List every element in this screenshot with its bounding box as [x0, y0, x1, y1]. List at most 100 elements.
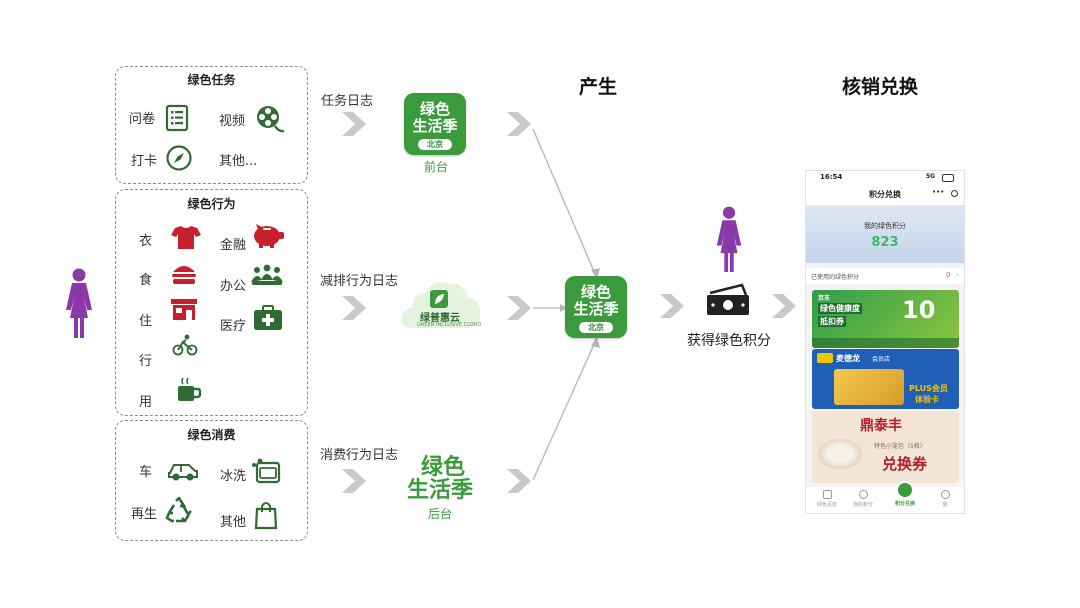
item-housing: 住: [139, 314, 153, 329]
washer-icon: [252, 458, 281, 484]
coupon-card-metro[interactable]: 麦德龙 会员店 PLUS会员 体验卡: [812, 349, 959, 409]
tab-me[interactable]: 我: [930, 490, 960, 508]
cloud-name: 绿普惠云: [420, 313, 460, 324]
card2-member: 会员店: [872, 356, 891, 363]
status-bar: 16:54 5G: [806, 171, 964, 185]
points-label: 我的绿色积分: [864, 222, 906, 230]
green-life-logo-back: 绿色 生活季: [400, 456, 480, 506]
used-points-label: 已使用的绿色积分: [811, 274, 860, 281]
points-card: 我的绿色积分 823: [806, 205, 964, 263]
green-inclusive-cloud-logo: [401, 282, 481, 328]
status-signal: 5G: [926, 173, 936, 180]
front-label: 前台: [424, 160, 449, 174]
consumption-log-label: 消费行为日志: [320, 448, 399, 463]
phone-screen: 16:54 5G 积分兑换 ••• 我的绿色积分 823 已使用的绿色积分 0 …: [805, 170, 965, 514]
logo-city: 北京: [418, 139, 452, 150]
video-icon: [257, 106, 285, 133]
card3-label: 兑换券: [882, 455, 928, 473]
logo-line1: 绿色: [419, 100, 450, 118]
chevron-right-icon: [342, 112, 366, 136]
member-card-image: [834, 369, 904, 405]
header-produce: 产生: [579, 76, 618, 98]
coupon-card-dintaifung[interactable]: 鼎泰丰 特色小笼包（5枚） 兑换券: [812, 411, 959, 483]
card3-brand: 鼎泰丰: [860, 418, 902, 434]
chevron-right-icon: [342, 469, 366, 493]
card1-tag: 京东: [818, 295, 831, 302]
nav-title: 积分兑换: [869, 190, 901, 199]
metro-logo-icon: [817, 353, 833, 363]
card2-brand: 麦德龙: [836, 354, 860, 363]
tab-label: 我的积分: [852, 502, 873, 508]
battery-icon: [942, 174, 954, 182]
earn-points-label: 获得绿色积分: [687, 333, 771, 349]
cash-icon: [707, 283, 749, 315]
tab-label: 积分兑换: [894, 501, 915, 507]
user-icon: [940, 490, 950, 499]
shirt-icon: [171, 226, 201, 249]
tab-footprint[interactable]: 绿色足迹: [812, 490, 842, 508]
green-consumption-panel: 绿色消费: [115, 420, 308, 541]
used-points-row[interactable]: 已使用的绿色积分 0 ›: [806, 268, 964, 284]
chevron-right-icon: [507, 296, 531, 320]
tab-bar: 绿色足迹 我的积分 积分兑换 我: [806, 481, 964, 513]
green-behavior-panel: 绿色行为: [115, 189, 308, 416]
emission-log-label: 减排行为日志: [320, 274, 399, 289]
footprint-icon: [822, 490, 832, 499]
task-log-label: 任务日志: [321, 94, 374, 109]
item-clothing: 衣: [139, 234, 153, 249]
nav-close-button[interactable]: [951, 190, 958, 197]
card2-label2: 体验卡: [915, 395, 939, 404]
chevron-right-icon: [507, 469, 531, 493]
piggy-bank-icon: [254, 224, 284, 248]
chevron-right-icon: ›: [956, 271, 959, 279]
green-life-app-logo-front: 绿色 生活季 北京: [404, 93, 466, 155]
tab-label: 绿色足迹: [816, 502, 837, 508]
car-icon: [168, 464, 198, 481]
panel-title: 绿色任务: [187, 73, 236, 87]
bike-icon: [172, 334, 198, 356]
item-finance: 金融: [220, 238, 247, 253]
chevron-right-icon: [507, 112, 531, 136]
chevron-right-icon: [772, 294, 796, 318]
card1-sub: 抵扣券: [818, 316, 846, 327]
tab-label: 我: [942, 502, 948, 508]
logo-line2: 生活季: [406, 478, 473, 503]
header-redeem: 核销兑换: [842, 76, 919, 98]
item-recycle: 再生: [131, 507, 158, 522]
cup-icon: [178, 377, 202, 401]
logo-line2: 生活季: [412, 117, 458, 135]
status-time: 16:54: [820, 173, 843, 181]
points-icon: [858, 490, 868, 499]
nav-more-button[interactable]: •••: [932, 188, 945, 196]
shopping-bag-icon: [254, 502, 278, 530]
item-video: 视频: [219, 114, 246, 129]
card3-desc: 特色小笼包（5枚）: [874, 443, 926, 450]
card2-label1: PLUS会员: [909, 384, 948, 393]
questionnaire-icon: [165, 104, 189, 132]
tab-redeem[interactable]: 积分兑换: [890, 481, 920, 507]
logo-line1: 绿色: [420, 455, 465, 480]
item-other: 其他...: [219, 154, 258, 169]
card1-value: 10: [902, 296, 936, 324]
panel-title: 绿色消费: [187, 428, 236, 442]
person-icon-left: [66, 268, 92, 338]
item-car: 车: [139, 465, 153, 480]
tab-my-points[interactable]: 我的积分: [848, 490, 878, 508]
coupon-card-jd[interactable]: 京东 绿色健康度 抵扣券 10: [812, 290, 959, 348]
item-appliance: 冰洗: [220, 469, 247, 484]
item-checkin: 打卡: [131, 154, 158, 169]
chevron-right-icon: [660, 294, 684, 318]
redeem-icon: [896, 481, 914, 499]
points-value: 823: [871, 235, 899, 250]
used-points-value: 0: [946, 271, 951, 279]
house-icon: [171, 299, 197, 320]
item-food: 食: [139, 273, 153, 288]
logo-city: 北京: [579, 322, 613, 333]
item-other-consumption: 其他: [220, 515, 247, 530]
checkin-icon: [166, 145, 192, 171]
item-daily-use: 用: [139, 395, 153, 410]
item-transport: 行: [139, 354, 153, 369]
item-medical: 医疗: [220, 319, 247, 334]
panel-title: 绿色行为: [187, 197, 236, 211]
